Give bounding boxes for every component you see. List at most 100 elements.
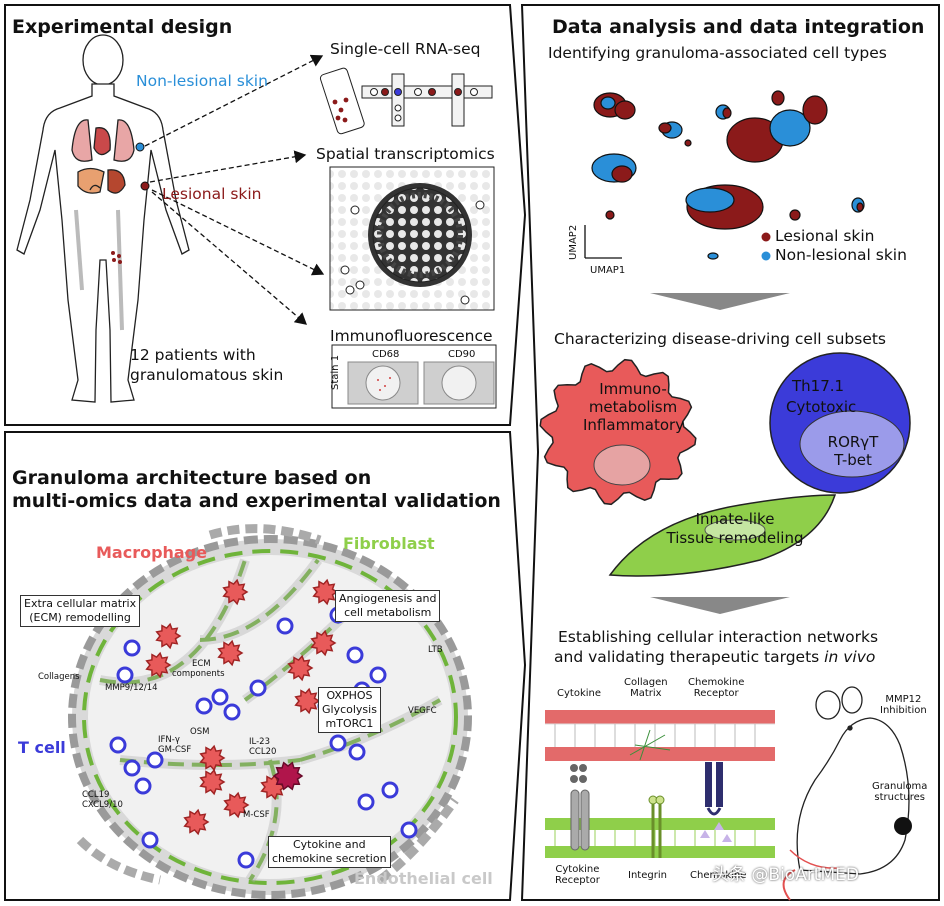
mcsf-label: M-CSF (243, 810, 270, 820)
mmp-label: MMP9/12/14 (105, 683, 158, 693)
cyto-rec-line-2: Receptor (555, 875, 600, 886)
granuloma-macrophage (312, 578, 339, 606)
oxphos-line-1: OXPHOS (326, 689, 373, 702)
granuloma-tcell (369, 666, 387, 684)
granuloma-tcell (195, 697, 213, 715)
granuloma-tcell (116, 666, 134, 684)
angio-line-2: cell metabolism (344, 606, 432, 619)
osm-label: OSM (190, 727, 210, 737)
cytokine-secretion-box: Cytokine and chemokine secretion (268, 836, 391, 868)
granuloma-macrophage (223, 791, 250, 819)
granuloma-tcell (381, 781, 399, 799)
membrane-diagram (545, 710, 775, 858)
cytotoxic-label: Cytotoxic (786, 398, 857, 416)
panel-architecture-title-1: Granuloma architecture based on (12, 467, 372, 489)
granuloma-tcell (237, 851, 255, 869)
mmp12-line-1: MMP12 (885, 694, 922, 705)
panel-design-title: Experimental design (12, 16, 233, 38)
in-vivo-text: in vivo (824, 648, 876, 666)
collagen-matrix-label: Collagen Matrix (624, 677, 668, 699)
sample-arrows (144, 54, 325, 325)
granuloma-tcell (109, 736, 127, 754)
scrnaseq-icon (319, 67, 493, 135)
mac-line-2: metabolism (588, 398, 678, 416)
granuloma-line-1: Granuloma (872, 781, 928, 792)
granuloma-macrophage (217, 639, 244, 667)
chemokine-receptor-label: Chemokine Receptor (688, 677, 744, 699)
lesional-site (140, 181, 150, 191)
granuloma-tcell (211, 688, 229, 706)
umap-cluster-lesional (684, 139, 692, 147)
umap-cluster-lesional (802, 95, 828, 125)
chemokine-bottom-label: Chemokine (690, 870, 747, 881)
collagen-line-1: Collagen (624, 677, 668, 688)
establish-text: and validating therapeutic targets (554, 648, 825, 666)
umap-cluster-lesional (856, 202, 864, 212)
umap-cluster-lesional (658, 122, 672, 134)
granuloma-tcell (249, 679, 267, 697)
flow-arrow-1 (650, 293, 790, 310)
granuloma-structure-dot (894, 817, 912, 835)
fb-line-2: Tissue remodeling (666, 529, 804, 547)
granuloma-macrophage (294, 687, 321, 715)
cyto-rec-line-1: Cytokine (555, 864, 600, 875)
vegfc-label: VEGFC (408, 706, 437, 716)
cytokine-label: Cytokine (557, 688, 601, 699)
macrophage-label: Macrophage (96, 543, 208, 562)
granuloma-macrophage (155, 622, 182, 650)
watermark: 头条 @BioArtMED (712, 865, 859, 885)
granuloma-tcell (348, 743, 366, 761)
angiogenesis-box: Angiogenesis and cell metabolism (335, 590, 441, 622)
stain-label: Stain 1 (330, 354, 341, 390)
cd90-label: CD90 (448, 349, 476, 360)
granuloma-tcell (123, 639, 141, 657)
fibroblast-subset-nucleus (704, 519, 766, 541)
macrophage-subset-cell (539, 358, 697, 506)
panel-frame-analysis (520, 4, 940, 901)
patients-label: 12 patients with granulomatous skin (130, 346, 284, 384)
ccl19-label: CCL19 (82, 790, 110, 800)
umap-cluster-lesional (611, 165, 633, 183)
spatial-transcriptomics-icon (329, 166, 495, 311)
granuloma-tcell (400, 821, 418, 839)
granuloma-structures-label: Granuloma structures (872, 781, 927, 803)
tcell-label: T cell (18, 738, 66, 757)
collagen-line-2: Matrix (630, 688, 662, 699)
cytokine-receptor-label: Cytokine Receptor (555, 864, 600, 886)
ecm-components-label-1: ECM (192, 659, 211, 669)
panel-architecture-title-2: multi-omics data and experimental valida… (12, 490, 501, 512)
fibroblast-label: Fibroblast (343, 534, 435, 553)
legend-nonlesional: Non-lesional skin (775, 246, 907, 264)
mmp12-label: MMP12 Inhibition (880, 694, 927, 716)
granuloma-tcell (329, 734, 347, 752)
fb-line-1: Innate-like (695, 510, 775, 528)
cytokine-line-2: chemokine secretion (272, 852, 387, 865)
cd68-label: CD68 (372, 349, 400, 360)
section-establish-2: and validating therapeutic targets in vi… (554, 648, 875, 666)
tcell-subset-nucleus (799, 410, 905, 478)
panel-frame-architecture (4, 431, 527, 901)
granuloma-tcell (123, 759, 141, 777)
granuloma-tcell (134, 777, 152, 795)
granuloma-tcell (223, 703, 241, 721)
granuloma-macrophage (310, 629, 337, 657)
oxphos-box: OXPHOS Glycolysis mTORC1 (318, 687, 381, 733)
umap-cluster-lesional (771, 90, 785, 106)
umap-cluster-nonlesional (707, 252, 719, 260)
ecm-remodelling-box: Extra cellular matrix (ECM) remodelling (20, 595, 141, 627)
mouse-illustration (782, 686, 910, 901)
umap-cluster-nonlesional (685, 187, 735, 213)
macrophage-subset-text: Immuno- metabolism Inflammatory (583, 380, 684, 434)
non-lesional-label: Non-lesional skin (136, 72, 268, 90)
macrophage-subset-nucleus (593, 444, 651, 486)
granuloma-macrophage (199, 768, 226, 796)
flow-arrow-2 (650, 597, 790, 614)
legend-swatch-lesional (761, 232, 771, 242)
fibroblast-subset-text: Innate-like Tissue remodeling (640, 510, 830, 548)
section-characterize: Characterizing disease-driving cell subs… (554, 330, 887, 348)
umap2-label: UMAP2 (568, 224, 579, 260)
granuloma-macrophage (145, 651, 172, 679)
ecm-box-line-1: Extra cellular matrix (24, 597, 137, 610)
